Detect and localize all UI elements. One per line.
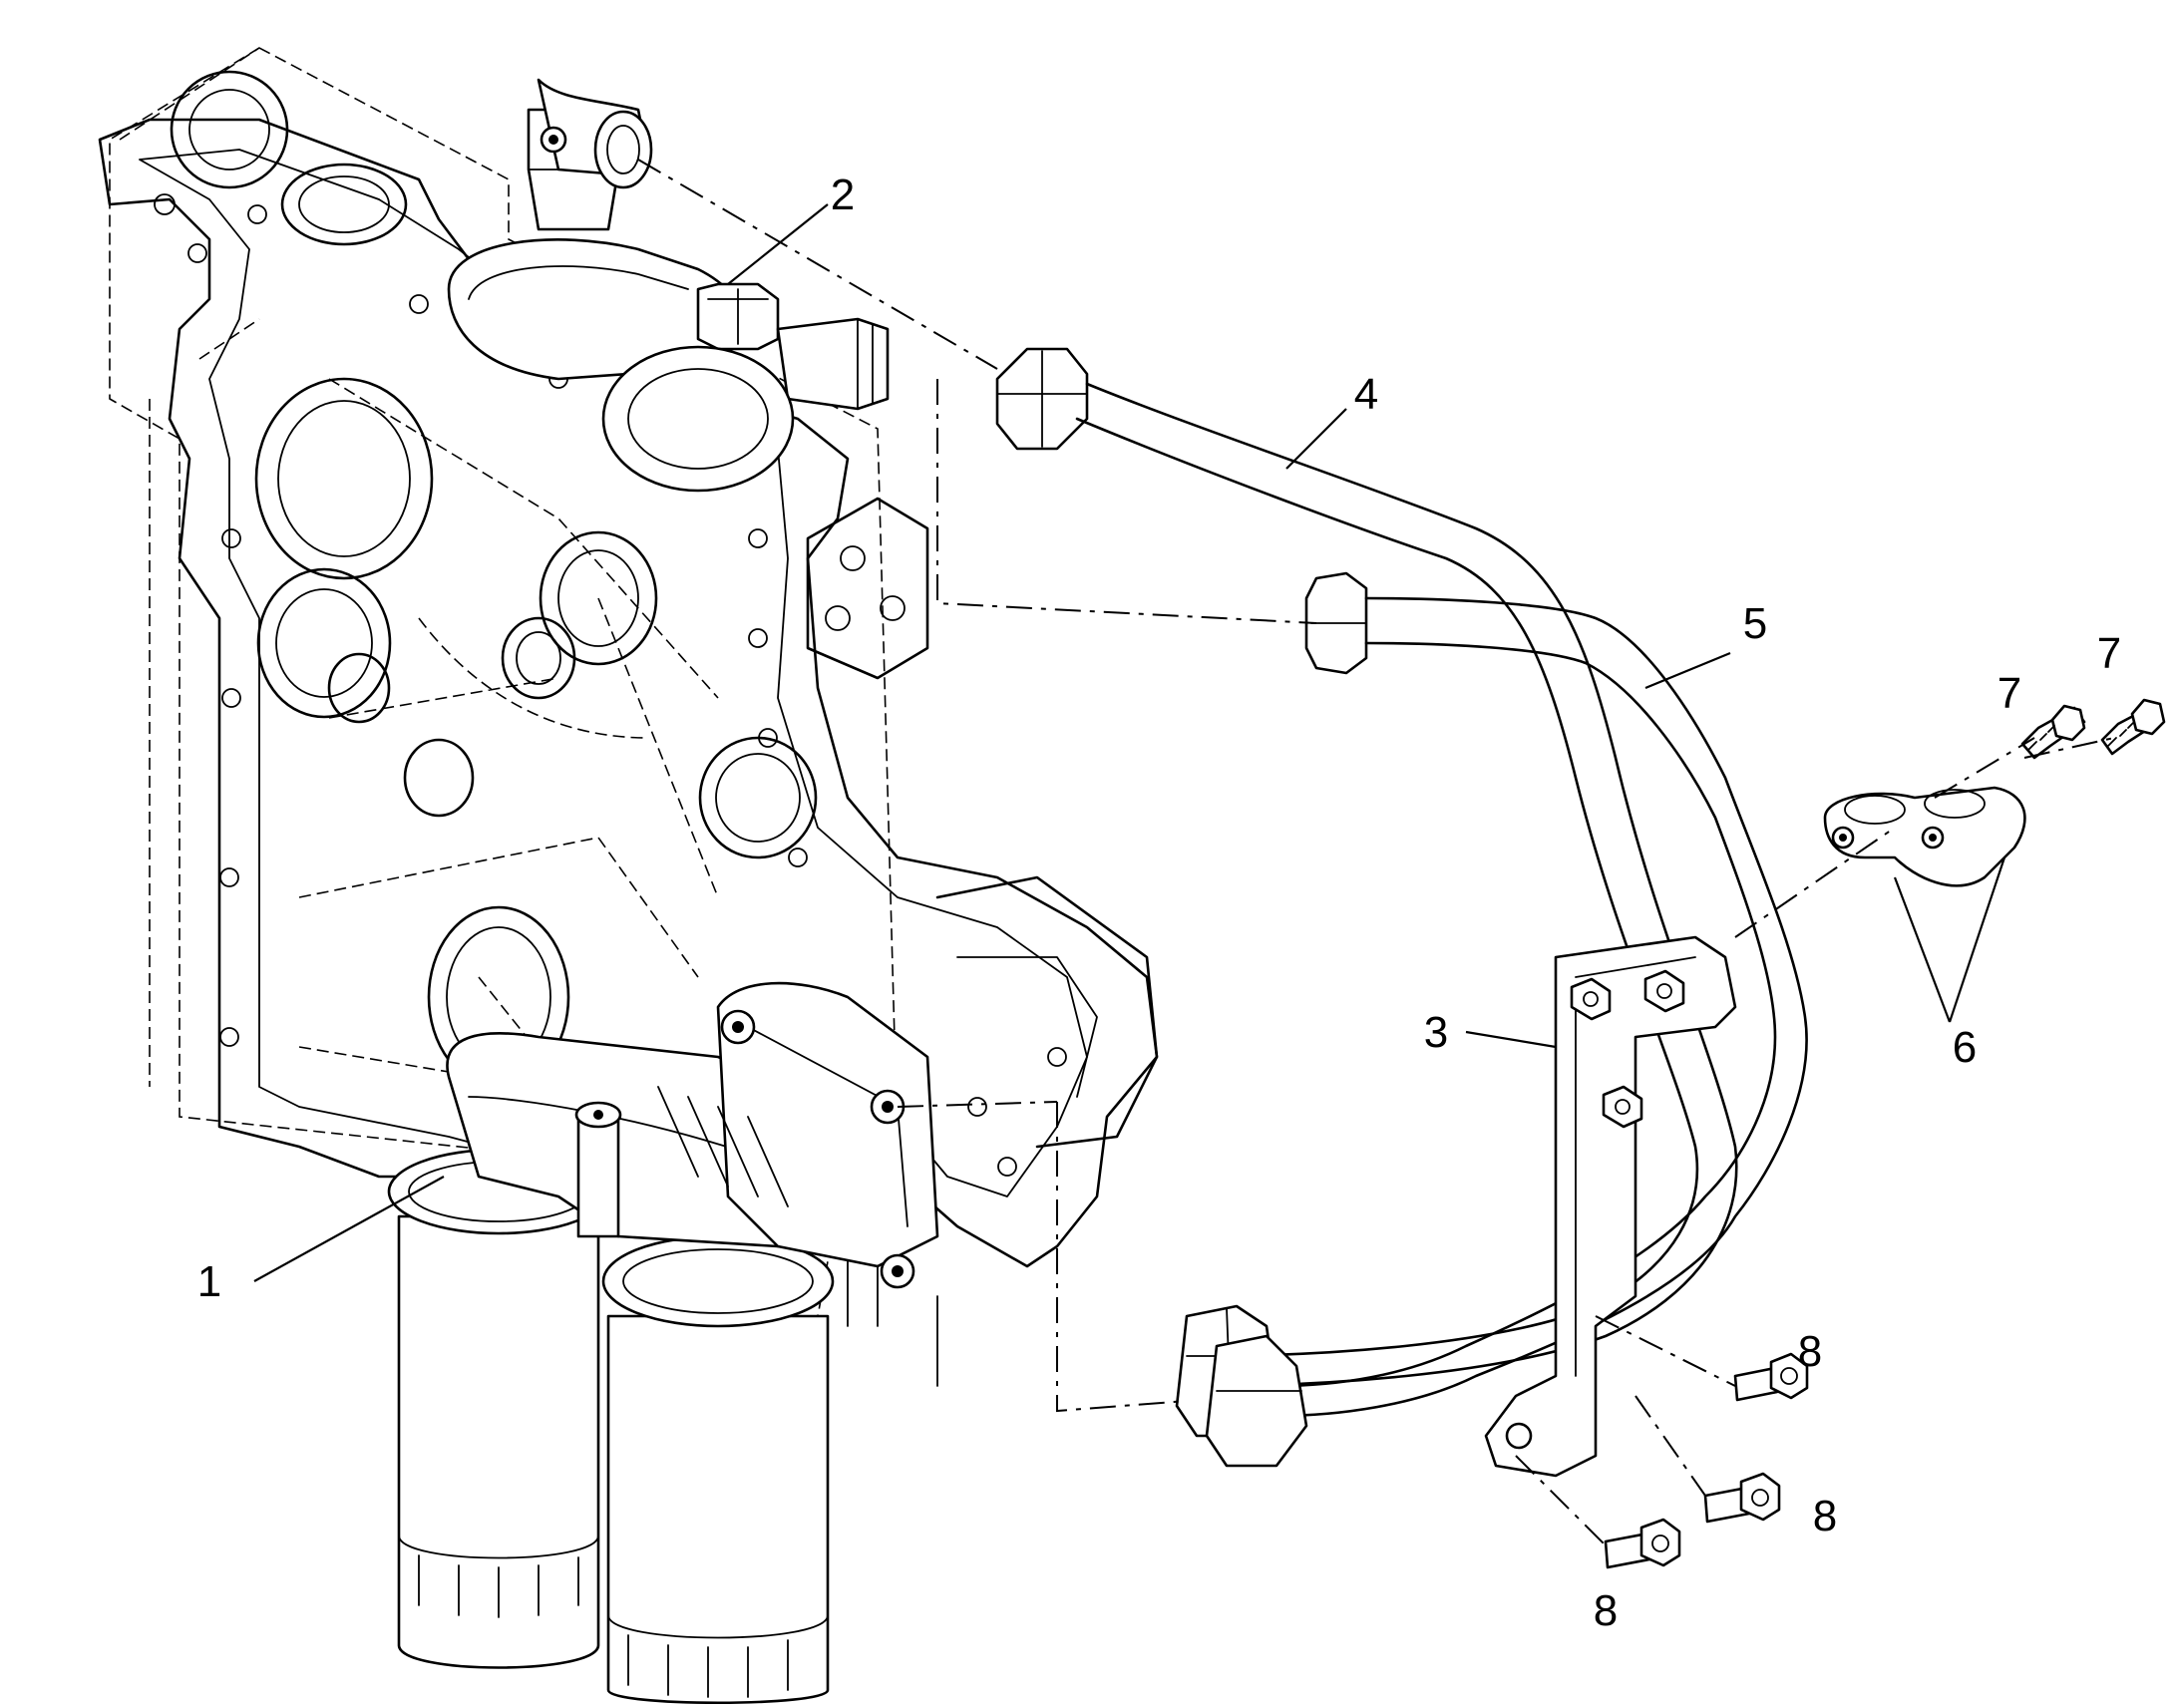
flange-bolts-part xyxy=(1604,1352,1809,1569)
callout-4: 4 xyxy=(1354,370,1378,419)
pipe-clamp-part xyxy=(1823,786,2026,887)
clamp-screws-part xyxy=(2020,698,2166,760)
callout-7a: 7 xyxy=(1998,669,2021,718)
leader-lines xyxy=(253,203,2006,1282)
callout-3: 3 xyxy=(1424,1008,1448,1057)
oil-filter-assembly xyxy=(387,981,939,1705)
callout-2: 2 xyxy=(831,171,855,219)
callout-8c: 8 xyxy=(1594,1586,1618,1635)
lower-oil-pipe-part xyxy=(1205,571,1808,1468)
engine-front-cover xyxy=(98,47,1159,1387)
support-bracket-part xyxy=(1484,935,1737,1478)
callout-1: 1 xyxy=(197,1257,221,1306)
callout-6: 6 xyxy=(1953,1023,1977,1072)
callout-7b: 7 xyxy=(2097,629,2121,678)
assembly-lines xyxy=(637,159,2115,1546)
callout-8a: 8 xyxy=(1798,1327,1822,1376)
callout-5: 5 xyxy=(1743,599,1767,648)
callout-labels: 1 2 3 4 5 6 7 7 8 8 8 xyxy=(197,171,2121,1635)
cooler-adapter-part xyxy=(447,78,890,493)
callout-8b: 8 xyxy=(1813,1492,1837,1540)
